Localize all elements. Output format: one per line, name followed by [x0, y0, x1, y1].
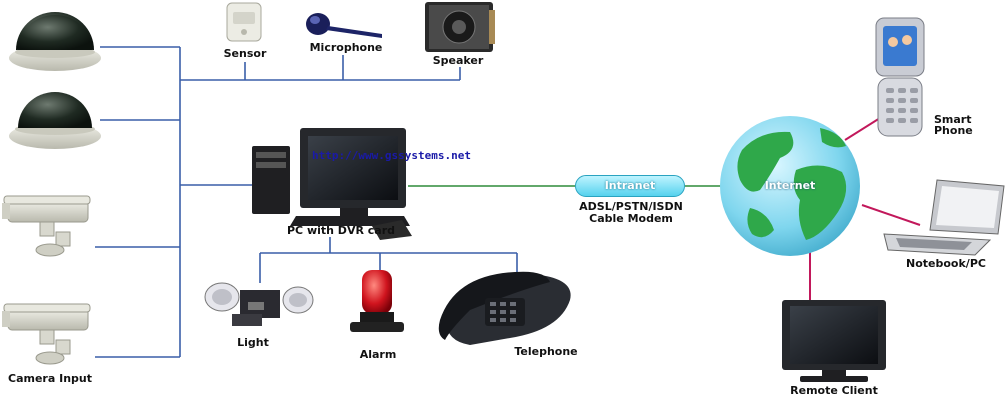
- url-label: http://www.gssystems.net: [312, 149, 471, 162]
- speaker-label: Speaker: [432, 54, 484, 67]
- desk-telephone-icon: [438, 271, 571, 345]
- sensor-label: Sensor: [223, 47, 267, 60]
- dome-camera-icon: [9, 92, 101, 149]
- local-wiring: [95, 46, 518, 358]
- desktop-pc-icon: [252, 128, 412, 240]
- remote-client-label: Remote Client: [790, 384, 878, 397]
- globe-icon: [720, 116, 860, 256]
- pc-dvr-label: PC with DVR card: [286, 224, 396, 237]
- microphone-label: Microphone: [309, 41, 383, 54]
- monitor-icon: [782, 300, 886, 382]
- modem-line1-label: ADSL/PSTN/ISDN: [579, 200, 683, 213]
- smartphone-icon: [875, 17, 925, 137]
- flood-light-icon: [204, 282, 314, 326]
- camera-input-label: Camera Input: [8, 372, 92, 385]
- intranet-badge: Intranet: [575, 175, 685, 197]
- speaker-icon: [425, 2, 495, 52]
- box-camera-icon: [2, 195, 91, 257]
- laptop-icon: [883, 179, 1005, 256]
- internet-label: Internet: [764, 179, 816, 192]
- smartphone-label-line1: Smart: [934, 113, 972, 126]
- microphone-icon: [306, 13, 382, 38]
- notebook-label: Notebook/PC: [906, 257, 986, 270]
- alarm-label: Alarm: [359, 348, 397, 361]
- alarm-beacon-icon: [350, 270, 404, 332]
- motion-sensor-icon: [226, 2, 262, 42]
- telephone-label: Telephone: [514, 345, 578, 358]
- box-camera-icon: [2, 303, 91, 365]
- intranet-label: Intranet: [604, 179, 656, 192]
- modem-line2-label: Cable Modem: [589, 212, 673, 225]
- light-label: Light: [237, 336, 269, 349]
- smartphone-label-line2: Phone: [934, 124, 973, 137]
- dome-camera-icon: [9, 12, 101, 71]
